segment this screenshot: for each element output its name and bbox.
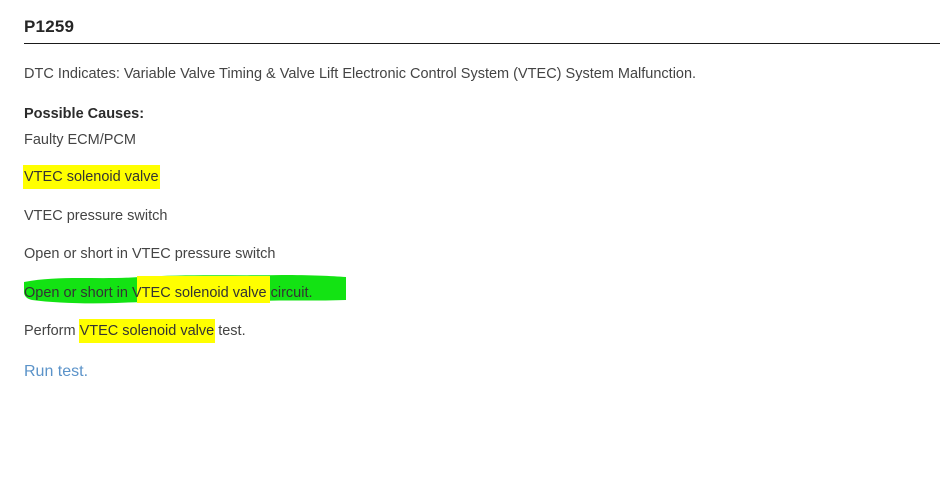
cause-prefix: Open or short in [24, 285, 132, 301]
perform-instruction: Perform VTEC solenoid valve test. [24, 319, 246, 343]
perform-suffix: test. [214, 323, 246, 339]
cause-item-highlighted: Open or short in VTEC solenoid valve cir… [24, 283, 313, 303]
cause-item: VTEC solenoid valve [23, 165, 160, 189]
cause-suffix: circuit. [266, 285, 313, 301]
title-divider [24, 43, 940, 44]
cause-item: Open or short in VTEC pressure switch [24, 246, 276, 262]
yellow-highlight: VTEC solenoid valve [78, 319, 216, 343]
dtc-indicates-text: DTC Indicates: Variable Valve Timing & V… [24, 66, 697, 82]
possible-causes-heading: Possible Causes: [24, 106, 145, 122]
cause-item: VTEC pressure switch [24, 208, 168, 224]
cause-highlighted-phrase: VTEC solenoid valve [132, 285, 267, 301]
run-test-link[interactable]: Run test. [24, 363, 89, 380]
yellow-highlight: VTEC solenoid valve [23, 165, 160, 189]
perform-prefix: Perform [24, 323, 80, 339]
page-title: P1259 [24, 17, 75, 36]
cause-item: Faulty ECM/PCM [24, 132, 136, 148]
